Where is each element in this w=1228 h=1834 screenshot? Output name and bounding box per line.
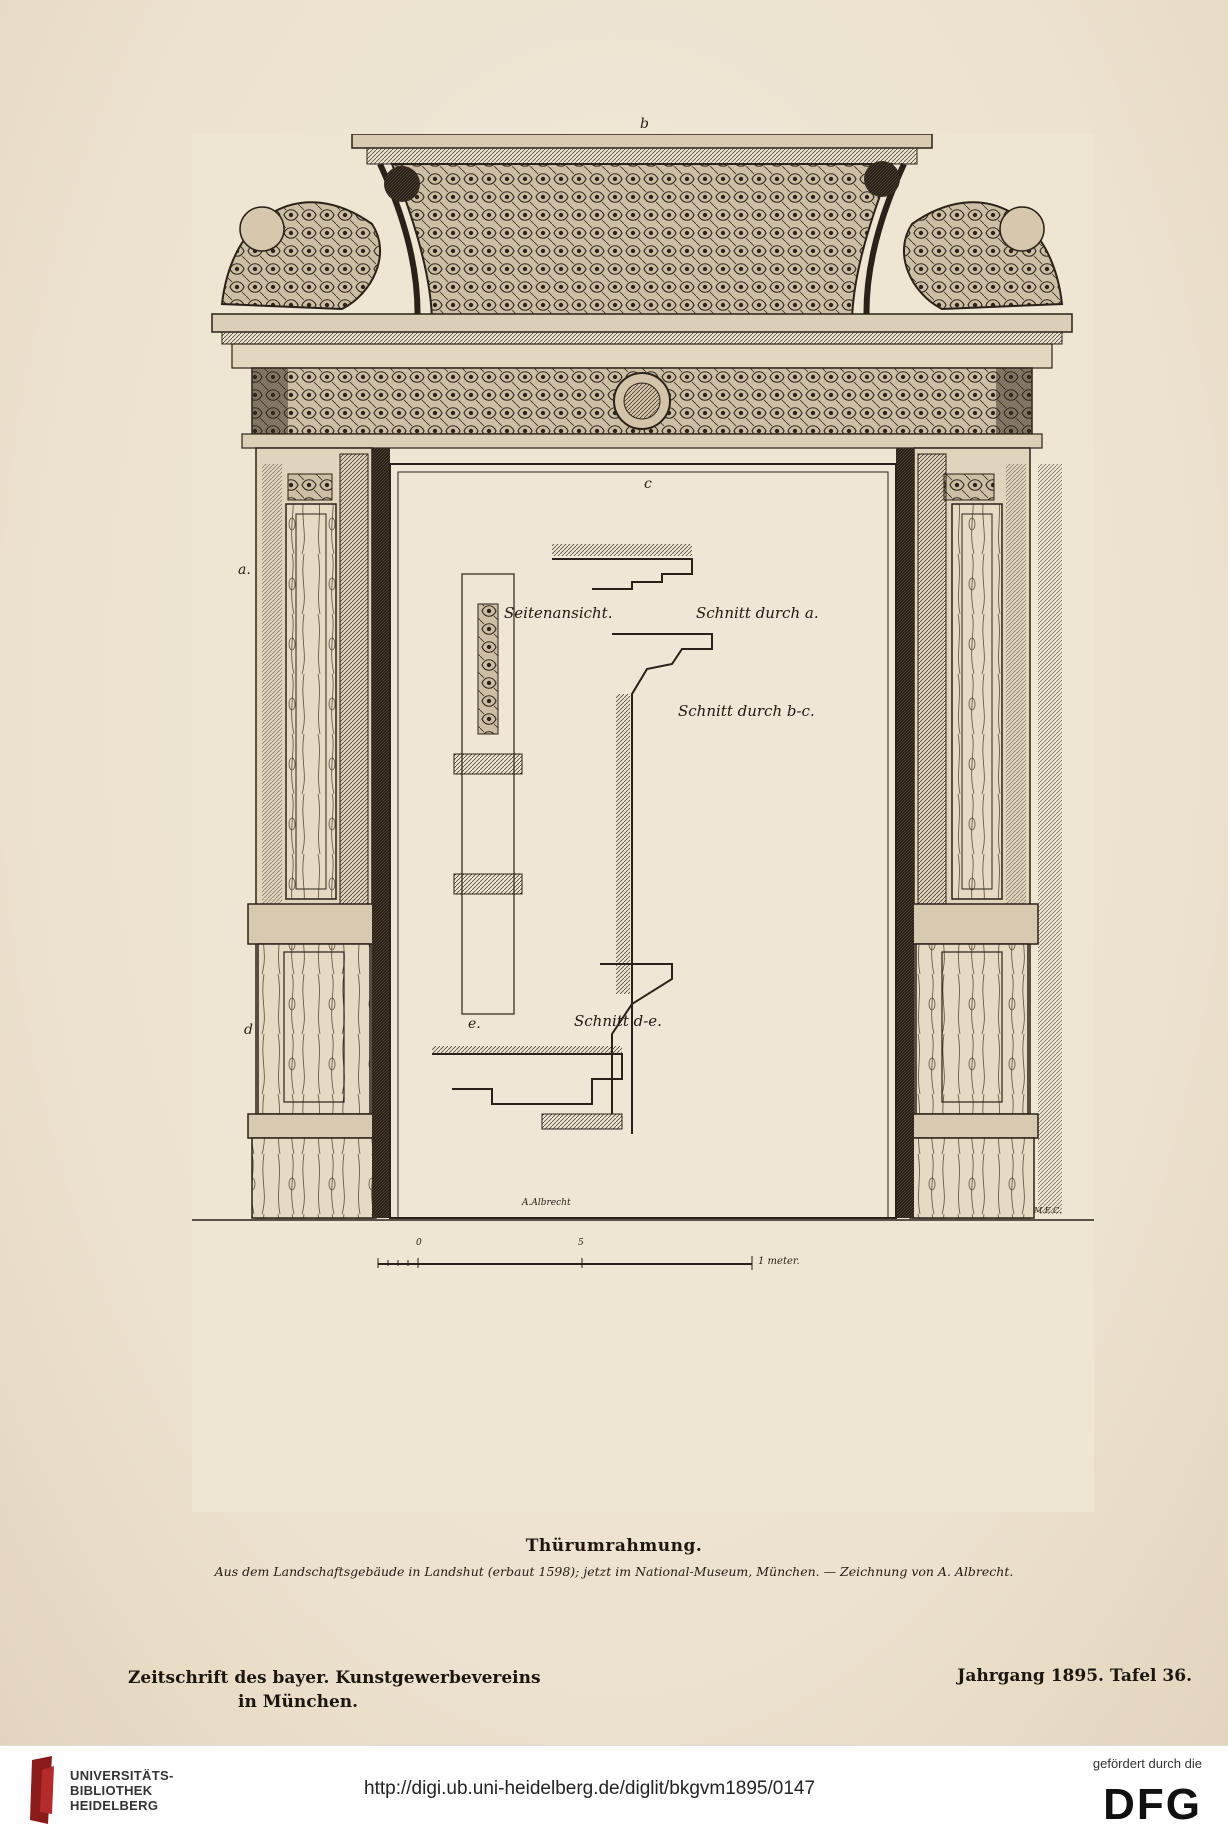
- library-footer: UNIVERSITÄTS- BIBLIOTHEK HEIDELBERG http…: [0, 1745, 1228, 1834]
- engraving-plate: b a. c d e. Seitenansicht. Schnitt durch…: [192, 116, 1094, 1512]
- label-side-view: Seitenansicht.: [504, 604, 613, 622]
- journal-line-1: Zeitschrift des bayer. Kunstgewerbeverei…: [128, 1668, 541, 1688]
- label-a: a.: [238, 562, 251, 578]
- library-line-3: HEIDELBERG: [70, 1798, 159, 1813]
- library-name[interactable]: UNIVERSITÄTS- BIBLIOTHEK HEIDELBERG: [70, 1768, 174, 1813]
- door-frame-drawing: [192, 134, 1094, 1270]
- plate-title: Thürumrahmung.: [525, 1536, 703, 1556]
- university-library-logo-icon[interactable]: [28, 1754, 62, 1826]
- label-b: b: [640, 116, 649, 132]
- funded-by-text: gefördert durch die: [1092, 1756, 1202, 1771]
- label-section-bc: Schnitt durch b-c.: [678, 702, 815, 720]
- journal-line-2: in München.: [238, 1692, 359, 1712]
- permalink-url[interactable]: http://digi.ub.uni-heidelberg.de/diglit/…: [364, 1778, 816, 1799]
- plate-subtitle: Aus dem Landschaftsgebäude in Landshut (…: [214, 1564, 1014, 1579]
- label-section-de: Schnitt d-e.: [574, 1012, 662, 1030]
- label-c: c: [644, 476, 652, 492]
- label-section-a: Schnitt durch a.: [696, 604, 819, 622]
- scanned-page: b a. c d e. Seitenansicht. Schnitt durch…: [0, 0, 1228, 1745]
- scale-zero: 0: [416, 1238, 422, 1248]
- label-d: d: [244, 1022, 253, 1038]
- artist-signature: A.Albrecht: [522, 1198, 571, 1208]
- dfg-logo[interactable]: DFG: [1103, 1780, 1202, 1829]
- scale-five: 5: [578, 1238, 584, 1248]
- library-line-2: BIBLIOTHEK: [70, 1783, 153, 1798]
- scale-unit: 1 meter.: [758, 1256, 800, 1267]
- label-e: e.: [468, 1016, 481, 1032]
- engraver-mark: M.E.C.: [1034, 1206, 1062, 1215]
- library-line-1: UNIVERSITÄTS-: [70, 1768, 174, 1783]
- journal-name: Zeitschrift des bayer. Kunstgewerbeverei…: [128, 1666, 541, 1714]
- year-and-plate: Jahrgang 1895. Tafel 36.: [957, 1666, 1192, 1686]
